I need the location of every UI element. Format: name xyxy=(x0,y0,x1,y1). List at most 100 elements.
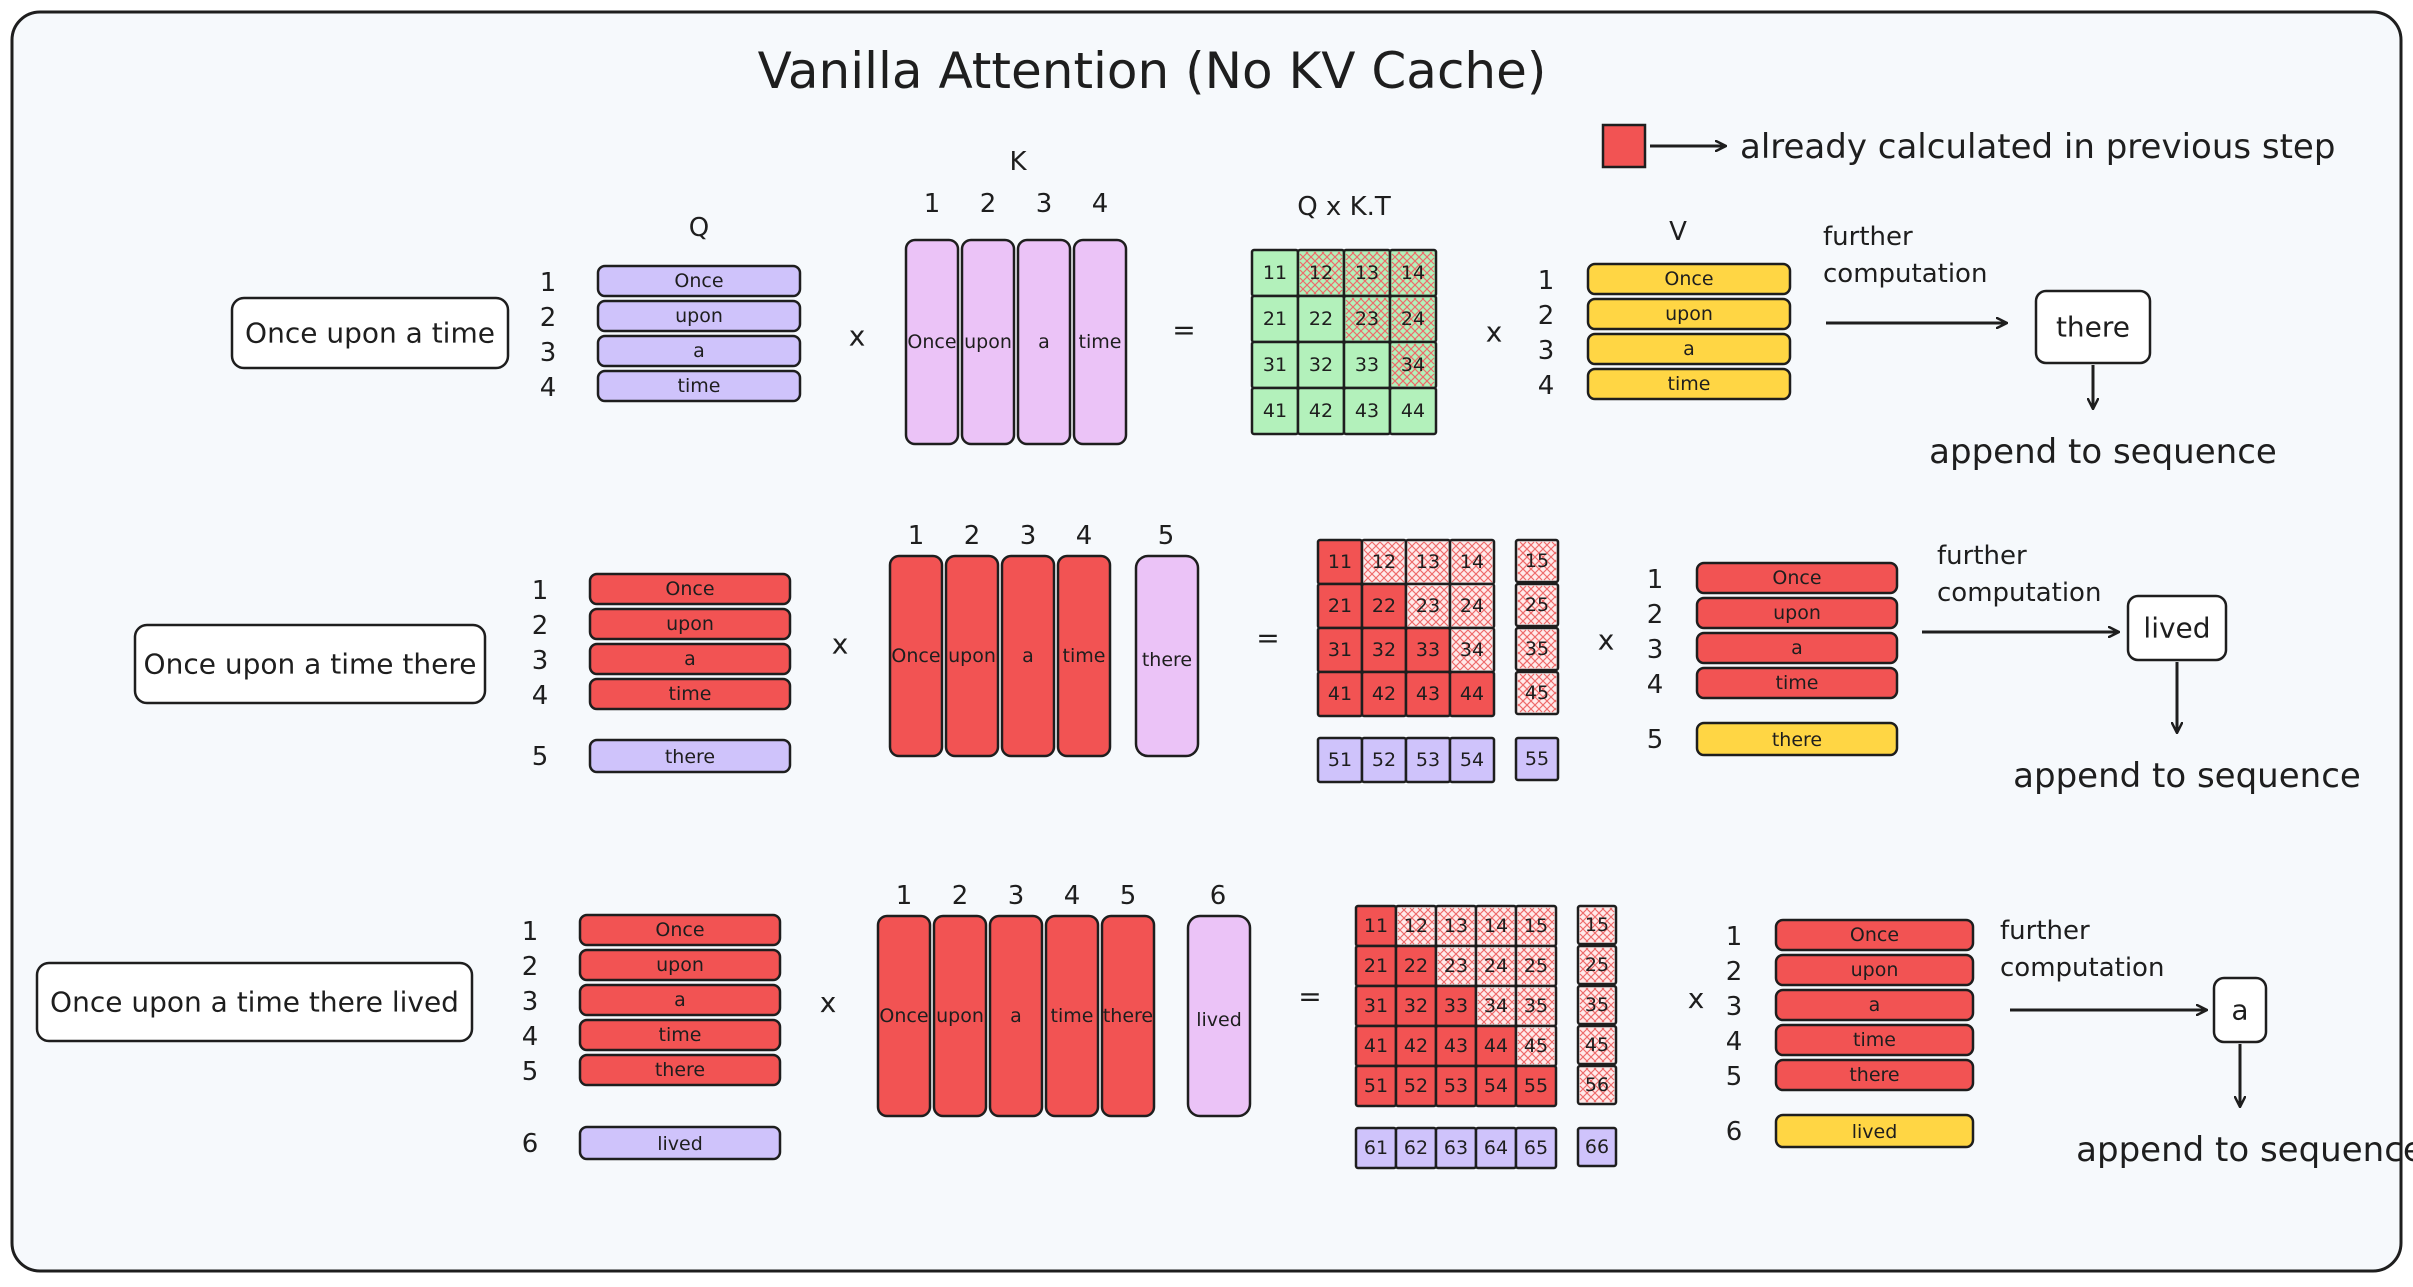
q-row-label: Once xyxy=(674,270,723,292)
k-col-label: there xyxy=(1103,1005,1153,1027)
matrix-cell-label: 43 xyxy=(1416,683,1440,705)
matrix-cell-new-col: 56 xyxy=(1576,1064,1618,1106)
matrix-cell-label: 41 xyxy=(1328,683,1352,705)
v-row-index: 2 xyxy=(1726,957,1743,987)
v-row-label: Once xyxy=(1664,268,1713,290)
k-col-index: 1 xyxy=(908,521,925,551)
matrix-cell-label: 24 xyxy=(1460,595,1484,617)
matrix-cell-box xyxy=(1514,1126,1558,1170)
matrix-cell-label: 61 xyxy=(1364,1137,1388,1159)
matrix-cell-box xyxy=(1576,904,1618,946)
v-row-label: a xyxy=(1869,994,1881,1016)
v-row-label: time xyxy=(1776,672,1819,694)
multiply-sign: x xyxy=(1598,624,1615,657)
matrix-cell-label: 41 xyxy=(1364,1035,1388,1057)
matrix-cell: 13 xyxy=(1404,538,1452,586)
further-text: further xyxy=(2000,916,2090,946)
k-col xyxy=(944,554,1000,758)
matrix-cell-label: 44 xyxy=(1484,1035,1508,1057)
matrix-cell: 24 xyxy=(1448,582,1496,630)
equals-sign: = xyxy=(1256,622,1279,655)
v-row-label: Once xyxy=(1772,567,1821,589)
matrix-cell-box xyxy=(1514,670,1560,716)
q-row xyxy=(578,913,782,947)
matrix-cell: 31 xyxy=(1316,626,1364,674)
v-row-new xyxy=(1695,721,1899,757)
matrix-cell: 15 xyxy=(1514,904,1558,948)
matrix-cell-label: 13 xyxy=(1444,915,1468,937)
matrix-cell: 41 xyxy=(1250,386,1300,436)
output-token-box xyxy=(2126,594,2228,662)
k-col-label: upon xyxy=(936,1005,984,1027)
equals-sign: = xyxy=(1172,314,1195,347)
multiply-sign: x xyxy=(849,320,866,353)
q-row-index: 3 xyxy=(532,646,549,676)
matrix-cell: 32 xyxy=(1296,340,1346,390)
matrix-cell-box xyxy=(1388,386,1438,436)
matrix-cell-corner: 55 xyxy=(1514,736,1560,782)
q-row-index: 3 xyxy=(522,987,539,1017)
v-label: V xyxy=(1669,217,1687,247)
matrix-cell: 34 xyxy=(1448,626,1496,674)
input-sequence-text: Once upon a time there lived xyxy=(50,986,459,1019)
matrix-cell: 43 xyxy=(1404,670,1452,718)
matrix-cell: 53 xyxy=(1434,1064,1478,1108)
k-col-index: 2 xyxy=(952,881,969,911)
k-label: K xyxy=(1009,147,1027,177)
k-col-label: a xyxy=(1022,645,1034,667)
matrix-cell-box xyxy=(1576,1064,1618,1106)
k-col xyxy=(1056,554,1112,758)
matrix-cell-box xyxy=(1514,736,1560,782)
matrix-cell: 43 xyxy=(1342,386,1392,436)
multiply-sign: x xyxy=(820,986,837,1019)
matrix-cell-corner: 66 xyxy=(1576,1126,1618,1168)
v-row-label: there xyxy=(1772,729,1822,751)
v-row-index: 3 xyxy=(1538,336,1555,366)
v-row-index: 5 xyxy=(1726,1062,1743,1092)
v-row-label: upon xyxy=(1773,602,1821,624)
k-col-index: 4 xyxy=(1092,189,1109,219)
matrix-cell-label: 45 xyxy=(1585,1034,1609,1056)
k-col-label: Once xyxy=(879,1005,928,1027)
matrix-cell-box xyxy=(1514,582,1560,628)
matrix-cell: 22 xyxy=(1394,944,1438,988)
matrix-cell-label: 24 xyxy=(1484,955,1508,977)
matrix-cell: 44 xyxy=(1448,670,1496,718)
matrix-cell: 33 xyxy=(1404,626,1452,674)
matrix-cell: 23 xyxy=(1342,294,1392,344)
k-col-label: a xyxy=(1038,331,1050,353)
matrix-cell-label: 23 xyxy=(1444,955,1468,977)
matrix-cell: 13 xyxy=(1342,248,1392,298)
matrix-cell: 32 xyxy=(1360,626,1408,674)
v-row xyxy=(1586,297,1792,331)
matrix-cell-label: 41 xyxy=(1263,400,1287,422)
v-row-index: 5 xyxy=(1647,725,1664,755)
matrix-cell-label: 53 xyxy=(1416,749,1440,771)
matrix-cell-label: 63 xyxy=(1444,1137,1468,1159)
mask-pattern xyxy=(1517,585,1557,625)
further-text: further xyxy=(1823,222,1913,252)
v-row-index: 4 xyxy=(1726,1027,1743,1057)
matrix-cell-label: 44 xyxy=(1460,683,1484,705)
k-col xyxy=(1000,554,1056,758)
matrix-cell-label: 25 xyxy=(1525,594,1549,616)
q-row-label: upon xyxy=(666,613,714,635)
matrix-cell-label: 34 xyxy=(1401,354,1425,376)
matrix-cell: 35 xyxy=(1514,984,1558,1028)
matrix-cell-new-col: 35 xyxy=(1514,626,1560,672)
matrix-cell: 45 xyxy=(1514,1024,1558,1068)
matrix-cell-new-row: 62 xyxy=(1394,1126,1438,1170)
matrix-cell-label: 11 xyxy=(1328,551,1352,573)
q-row xyxy=(578,948,782,982)
matrix-cell: 41 xyxy=(1316,670,1364,718)
computation-text: computation xyxy=(2000,953,2164,983)
matrix-cell-new-row: 64 xyxy=(1474,1126,1518,1170)
mask-pattern xyxy=(1363,541,1405,583)
v-row-index: 1 xyxy=(1538,266,1555,296)
matrix-cell-new-col: 15 xyxy=(1576,904,1618,946)
matrix-cell-label: 35 xyxy=(1524,995,1548,1017)
q-row-label: time xyxy=(678,375,721,397)
q-row-index: 6 xyxy=(522,1129,539,1159)
v-row-label: upon xyxy=(1665,303,1713,325)
